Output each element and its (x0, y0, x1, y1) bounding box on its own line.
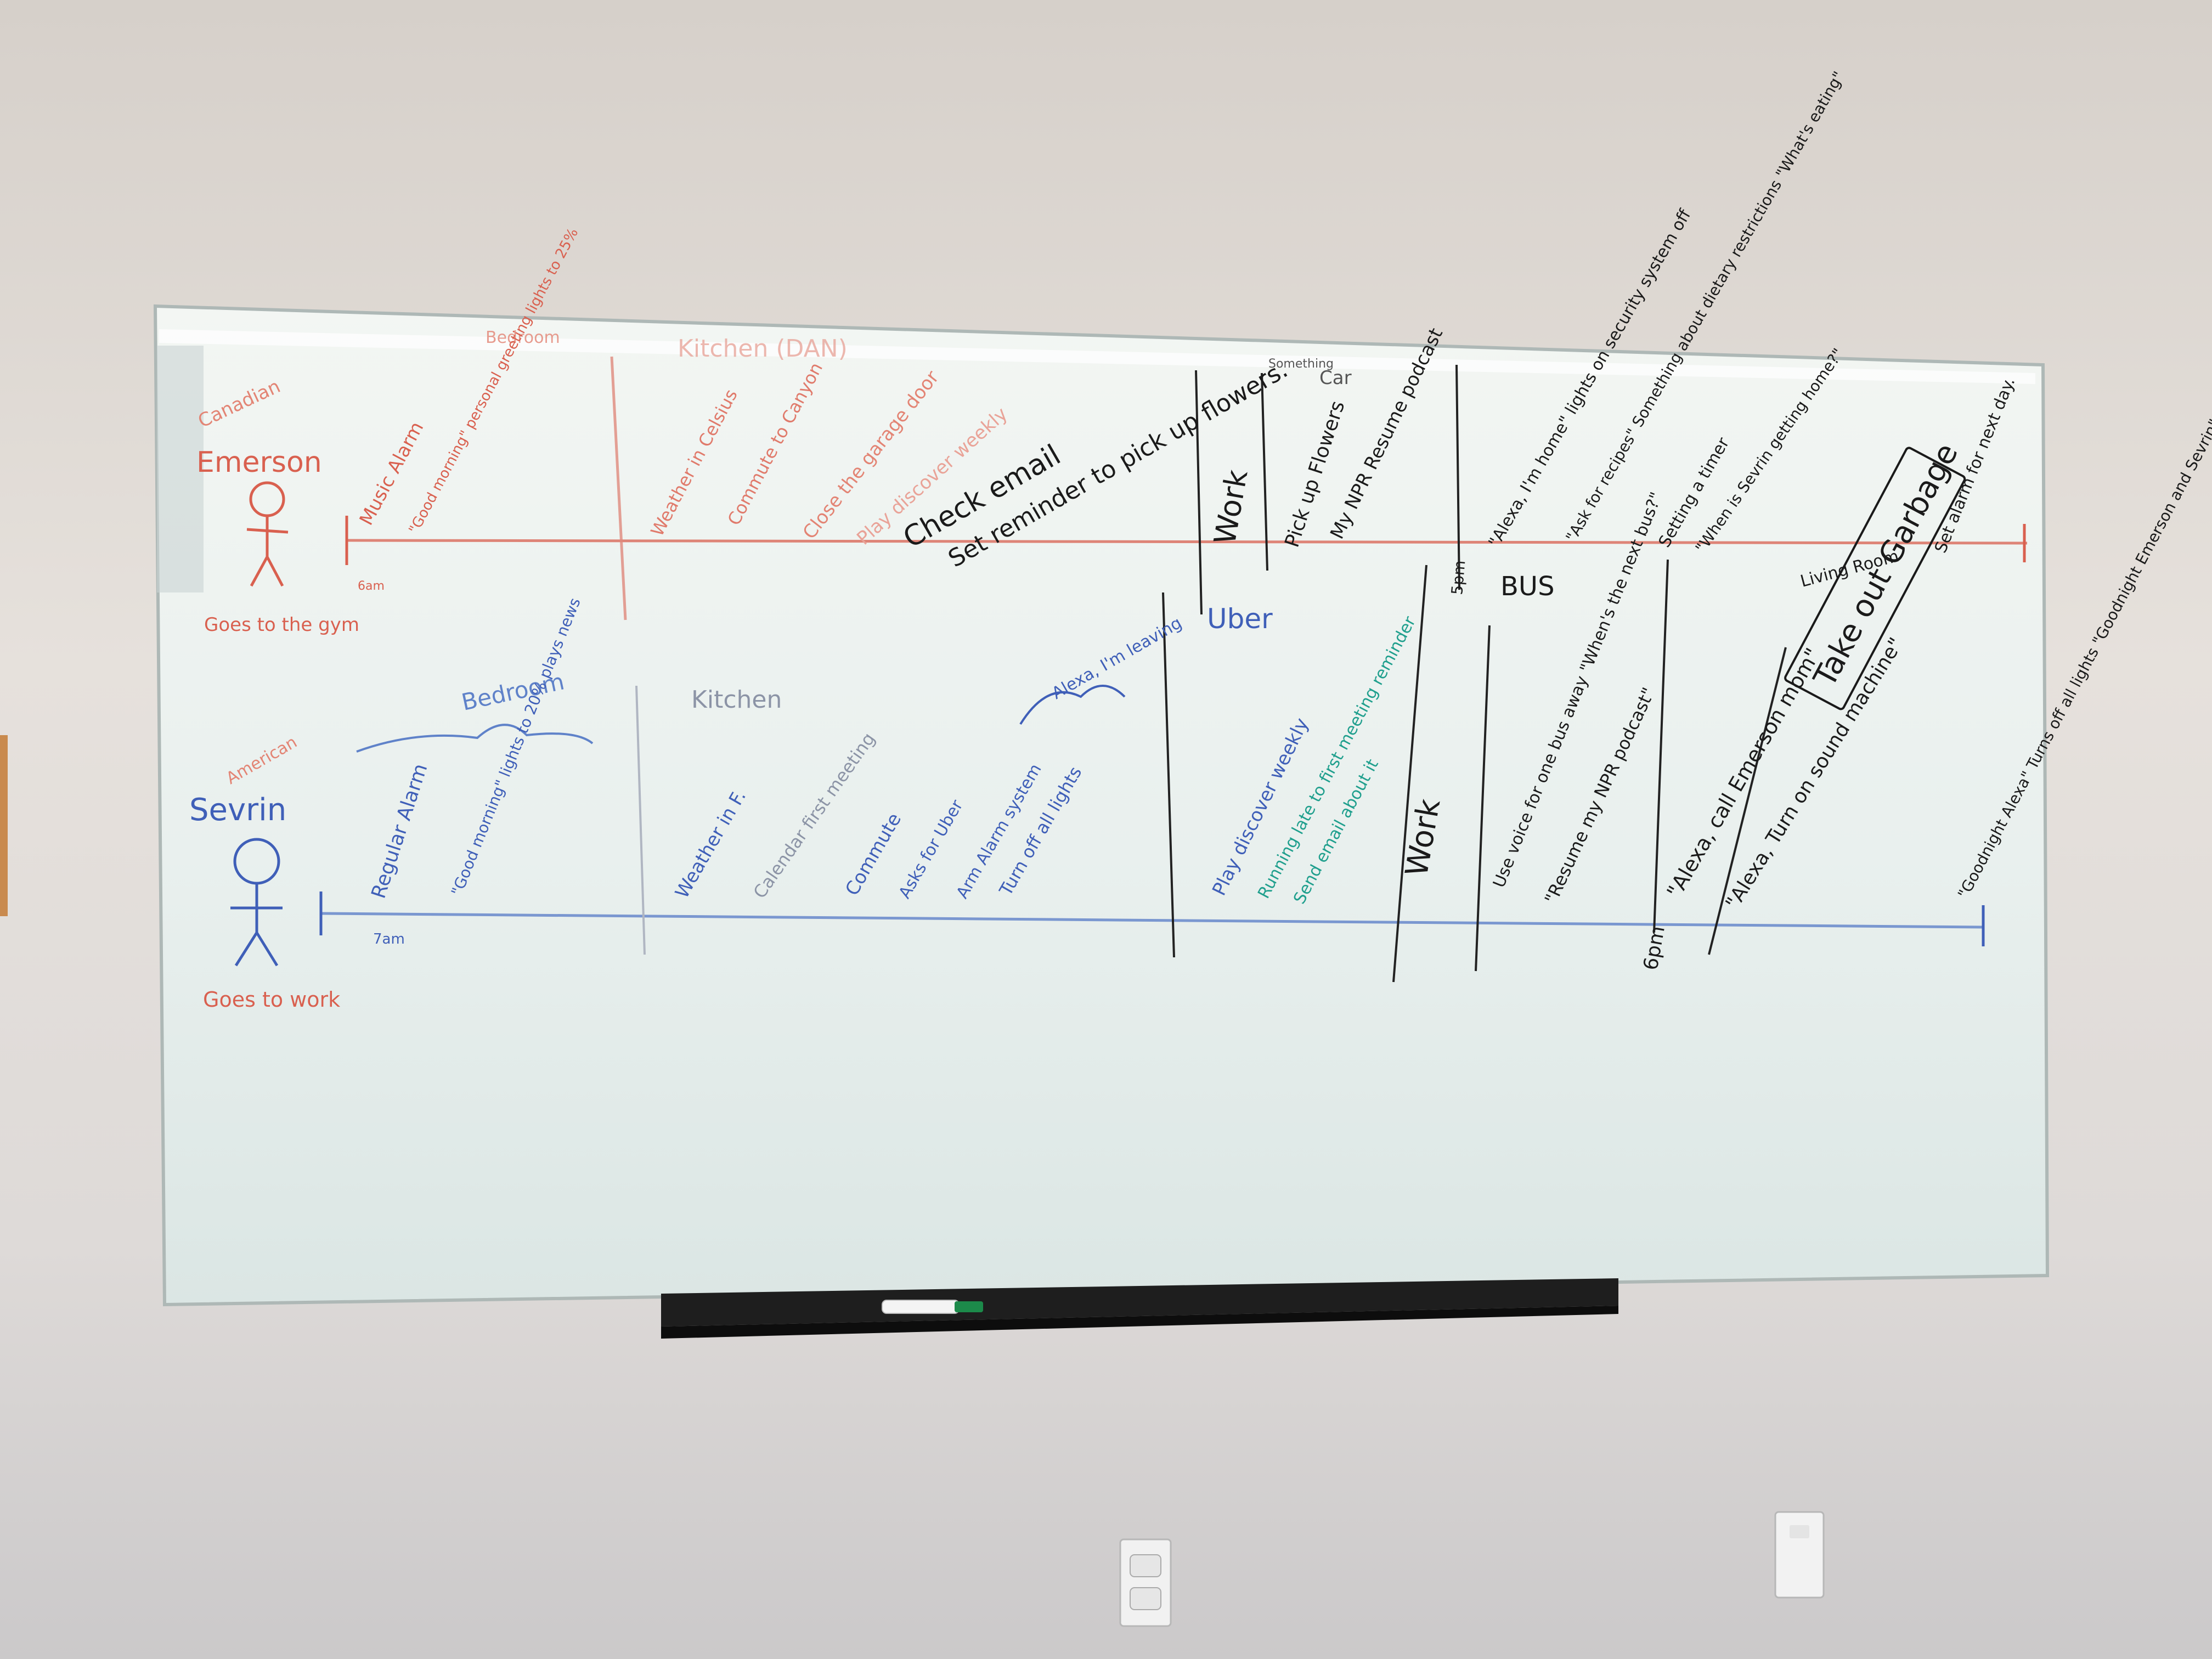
window-reflection (157, 346, 204, 592)
emerson-car-label: Car (1319, 367, 1352, 389)
emerson-divider-home (1455, 364, 1460, 590)
marker-tray[interactable] (661, 1278, 1618, 1339)
sevrin-divider-work (1392, 565, 1427, 983)
sevrin-timeline (320, 912, 1984, 929)
wall-switch-plate (1774, 1511, 1825, 1599)
emerson-divider-kitchen (610, 356, 627, 620)
sevrin-divider-home (1653, 559, 1669, 933)
sevrin-divider-uber (1162, 592, 1175, 958)
emerson-car-note: Something (1268, 357, 1334, 371)
sevrin-start-time: 7am (373, 931, 405, 947)
sevrin-name: Sevrin (189, 792, 286, 828)
emerson-bus-label: BUS (1500, 571, 1555, 602)
emerson-divider-car (1261, 373, 1268, 571)
whiteboard-reflection (159, 329, 2035, 384)
sevrin-kitchen-label: Kitchen (691, 686, 782, 714)
emerson-time-5pm: 5pm (1448, 560, 1469, 596)
power-outlet (1119, 1538, 1172, 1627)
sevrin-stick-figure (230, 838, 283, 967)
emerson-note: Goes to the gym (204, 614, 359, 636)
emerson-start-time: 6am (358, 579, 385, 593)
emerson-kitchen-label: Kitchen (DAN) (678, 335, 848, 363)
sevrin-note: Goes to work (203, 988, 340, 1012)
sevrin-divider-kitchen (635, 685, 646, 955)
marker[interactable] (882, 1300, 983, 1314)
sevrin-bedroom-bracket (356, 724, 594, 753)
sevrin-uber-label: Uber (1207, 603, 1273, 635)
emerson-timeline (346, 539, 2028, 545)
whiteboard-glass (153, 304, 2050, 1307)
sevrin-alexa-bracket (1019, 685, 1126, 725)
emerson-stick-figure (246, 481, 289, 587)
sevrin-divider-bus (1475, 625, 1491, 972)
emerson-bedroom-label: Bedroom (486, 328, 560, 347)
whiteboard (153, 304, 2050, 1307)
emerson-name: Emerson (196, 446, 322, 479)
sevrin-divider-living (1708, 647, 1787, 955)
emerson-divider-work (1195, 370, 1203, 615)
wall-frame-edge (0, 735, 8, 916)
